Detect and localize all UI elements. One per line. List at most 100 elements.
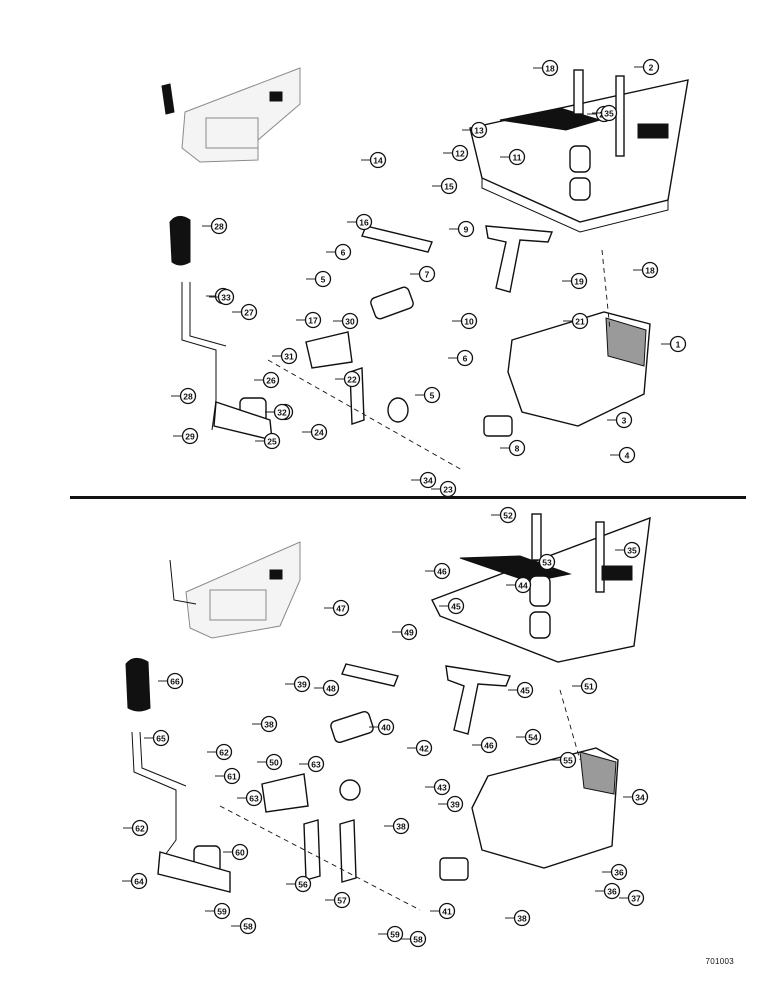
callout-5: 5 (306, 270, 332, 288)
callout-5: 5 (415, 386, 441, 404)
bolt (615, 75, 625, 157)
callout-number: 26 (266, 376, 276, 386)
callout-circle (400, 623, 418, 641)
callout-circle (623, 541, 641, 559)
callout-46: 46 (472, 736, 498, 754)
callout-31: 31 (272, 347, 298, 365)
callout-circle (332, 599, 350, 617)
callout-circle (641, 261, 659, 279)
callout-number: 56 (298, 880, 308, 890)
callout-circle (273, 403, 291, 421)
callout-circle (513, 909, 531, 927)
callout-number: 38 (517, 914, 527, 924)
callout-number: 1 (676, 340, 681, 350)
callout-circle (263, 432, 281, 450)
callout-circle (470, 121, 488, 139)
callout-18: 18 (533, 59, 559, 77)
callout-circle (377, 718, 395, 736)
callout-circle (571, 312, 589, 330)
callout-48: 48 (314, 679, 340, 697)
callout-17: 17 (296, 311, 322, 329)
callout-47: 47 (324, 599, 350, 617)
callout-circle (231, 843, 249, 861)
callout-number: 30 (345, 317, 355, 327)
callout-circle (541, 59, 559, 77)
callout-number: 51 (584, 682, 594, 692)
callout-35: 35 (615, 541, 641, 559)
callout-number: 46 (437, 567, 447, 577)
callout-number: 35 (604, 109, 614, 119)
callout-number: 12 (455, 149, 465, 159)
callout-number: 34 (423, 476, 433, 486)
top-callouts: 1234556678910111213141516171818192021222… (171, 58, 687, 498)
callout-circle (603, 882, 621, 900)
callout-number: 25 (267, 437, 277, 447)
bracket (445, 665, 511, 735)
callout-circle (355, 213, 373, 231)
callout-45: 45 (439, 597, 465, 615)
callout-19: 19 (562, 272, 588, 290)
callout-circle (213, 902, 231, 920)
callout-circle (508, 148, 526, 166)
callout-number: 17 (308, 316, 318, 326)
callout-32: 32 (265, 403, 291, 421)
callout-circle (618, 446, 636, 464)
figure-code: 701003 (705, 957, 734, 966)
link (370, 286, 414, 320)
top-locator-thumbnail (161, 67, 301, 163)
callout-number: 8 (515, 444, 520, 454)
callout-23: 23 (431, 480, 457, 498)
callout-63: 63 (237, 789, 263, 807)
callout-number: 42 (419, 744, 429, 754)
callout-number: 9 (464, 225, 469, 235)
callout-circle (293, 675, 311, 693)
callout-circle (181, 427, 199, 445)
callout-circle (215, 743, 233, 761)
bolt (573, 69, 584, 115)
callout-number: 57 (337, 896, 347, 906)
callout-35: 35 (592, 104, 618, 122)
callout-circle (322, 679, 340, 697)
callout-61: 61 (215, 767, 241, 785)
callout-number: 29 (185, 432, 195, 442)
callout-number: 7 (425, 270, 430, 280)
callout-42: 42 (407, 739, 433, 757)
callout-25: 25 (255, 432, 281, 450)
knob (169, 216, 191, 266)
callout-circle (508, 439, 526, 457)
bottom-callouts: 3435363637383838393940414243444545464647… (122, 506, 649, 948)
callout-number: 55 (563, 756, 573, 766)
callout-1: 1 (661, 335, 687, 353)
callout-number: 34 (635, 793, 645, 803)
callout-number: 6 (463, 354, 468, 364)
callout-circle (580, 677, 598, 695)
callout-number: 3 (622, 416, 627, 426)
callout-number: 21 (575, 317, 585, 327)
callout-circle (538, 553, 556, 571)
callout-circle (179, 387, 197, 405)
callout-circle (438, 902, 456, 920)
control-valve (471, 747, 619, 869)
callout-53: 53 (530, 553, 556, 571)
callout-number: 58 (413, 935, 423, 945)
section-divider (70, 496, 746, 499)
callout-circle (524, 728, 542, 746)
callout-circle (480, 736, 498, 754)
bolt (595, 521, 605, 593)
callout-50: 50 (257, 753, 283, 771)
callout-39: 39 (438, 795, 464, 813)
callout-number: 10 (464, 317, 474, 327)
callout-18: 18 (633, 261, 659, 279)
callout-circle (310, 423, 328, 441)
callout-number: 62 (135, 824, 145, 834)
callout-58: 58 (231, 917, 257, 935)
callout-circle (615, 411, 633, 429)
callout-number: 63 (249, 794, 259, 804)
callout-number: 62 (219, 748, 229, 758)
callout-number: 32 (277, 408, 287, 418)
callout-12: 12 (443, 144, 469, 162)
callout-number: 38 (264, 720, 274, 730)
callout-circle (265, 753, 283, 771)
callout-24: 24 (302, 423, 328, 441)
callout-14: 14 (361, 151, 387, 169)
